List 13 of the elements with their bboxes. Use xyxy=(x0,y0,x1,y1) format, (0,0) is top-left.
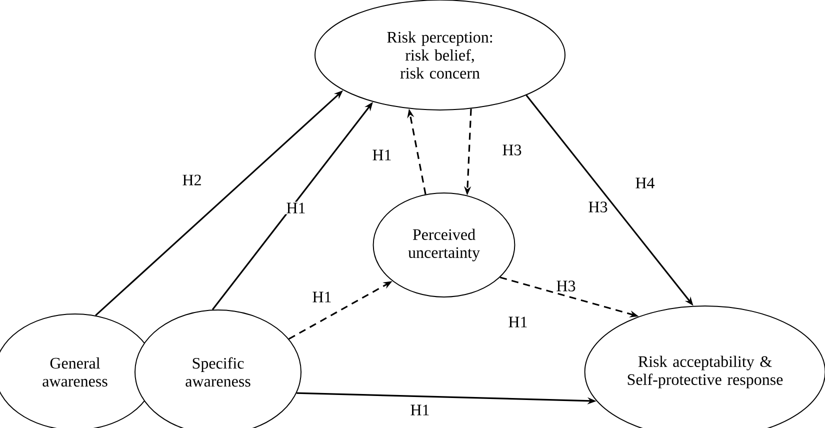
hypothesis-label: H3 xyxy=(587,200,609,214)
edge-label: H2 xyxy=(181,174,203,186)
node-label: Specific awareness xyxy=(186,357,250,387)
edge-label: H1 xyxy=(409,404,431,416)
edge-label: H3 xyxy=(501,144,523,156)
edge-label: H3 xyxy=(555,280,577,292)
edge-label: H1 xyxy=(371,148,393,162)
ellipse-node: Perceived uncertainty xyxy=(372,192,516,298)
edge-label: H4 xyxy=(634,176,656,190)
edge-label: H1 xyxy=(311,290,333,304)
ellipse-node: Specific awareness xyxy=(134,310,302,428)
edge-label: H1 xyxy=(285,202,307,214)
hypothesis-label: H1 xyxy=(507,316,529,328)
